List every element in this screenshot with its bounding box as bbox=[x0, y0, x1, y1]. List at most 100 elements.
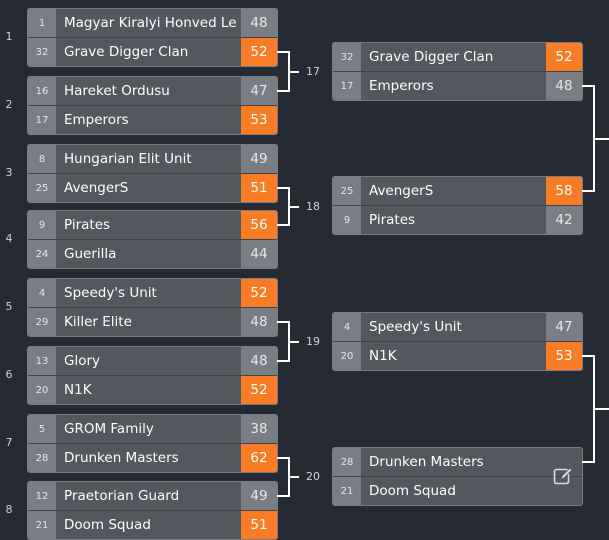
team-score: 49 bbox=[241, 482, 277, 510]
bracket-connector bbox=[277, 187, 289, 189]
row-divider bbox=[28, 37, 277, 38]
team-name: Magyar Kiralyi Honved Legio bbox=[64, 15, 237, 31]
bracket-connector bbox=[277, 321, 289, 323]
team-name: Killer Elite bbox=[64, 314, 132, 330]
team-score: 44 bbox=[241, 240, 277, 268]
team-name: Pirates bbox=[64, 217, 111, 233]
row-divider bbox=[28, 173, 277, 174]
bracket-connector bbox=[277, 224, 289, 226]
team-seed: 29 bbox=[28, 308, 56, 336]
row-divider bbox=[28, 443, 277, 444]
team-name: Emperors bbox=[369, 78, 434, 94]
team-name: Praetorian Guard bbox=[64, 488, 180, 504]
team-name: AvengerS bbox=[64, 180, 129, 196]
team-name: GROM Family bbox=[64, 421, 154, 437]
team-seed: 24 bbox=[28, 240, 56, 268]
bracket-connector bbox=[594, 408, 609, 410]
team-seed: 21 bbox=[28, 511, 56, 539]
row-divider bbox=[333, 341, 582, 342]
team-score: 48 bbox=[546, 72, 582, 100]
team-score: 52 bbox=[241, 376, 277, 404]
bracket-connector bbox=[289, 206, 299, 208]
match-number: 6 bbox=[5, 368, 13, 381]
edit-score-icon[interactable] bbox=[552, 465, 574, 487]
match-number: 4 bbox=[5, 232, 13, 245]
team-name: Pirates bbox=[369, 212, 416, 228]
team-row[interactable]: 9 Pirates 56 bbox=[28, 211, 277, 239]
team-score: 49 bbox=[241, 145, 277, 173]
bracket-connector bbox=[277, 90, 289, 92]
team-score: 53 bbox=[546, 342, 582, 370]
team-name: Hareket Ordusu bbox=[64, 83, 170, 99]
team-score: 38 bbox=[241, 415, 277, 443]
bracket-connector bbox=[277, 51, 289, 53]
team-score: 52 bbox=[241, 38, 277, 66]
row-divider bbox=[333, 476, 582, 477]
team-seed: 9 bbox=[333, 206, 361, 234]
team-seed: 28 bbox=[28, 444, 56, 472]
match-number: 18 bbox=[306, 200, 320, 213]
team-row[interactable]: 21 Doom Squad 51 bbox=[28, 511, 277, 539]
team-score: 52 bbox=[546, 43, 582, 71]
team-row[interactable]: 5 GROM Family 38 bbox=[28, 415, 277, 443]
team-seed: 28 bbox=[333, 448, 361, 476]
team-name: Emperors bbox=[64, 112, 129, 128]
team-seed: 25 bbox=[28, 174, 56, 202]
team-seed: 5 bbox=[28, 415, 56, 443]
team-score: 47 bbox=[241, 77, 277, 105]
team-name: Drunken Masters bbox=[64, 450, 179, 466]
team-score: 51 bbox=[241, 174, 277, 202]
team-seed: 17 bbox=[28, 106, 56, 134]
team-name: Doom Squad bbox=[64, 517, 151, 533]
match-number: 3 bbox=[5, 166, 13, 179]
team-seed: 32 bbox=[28, 38, 56, 66]
team-row[interactable]: 25 AvengerS 51 bbox=[28, 174, 277, 202]
match-number: 5 bbox=[5, 300, 13, 313]
bracket-connector bbox=[277, 360, 289, 362]
bracket-connector bbox=[582, 85, 594, 87]
team-seed: 32 bbox=[333, 43, 361, 71]
team-score: 51 bbox=[241, 511, 277, 539]
team-name: AvengerS bbox=[369, 183, 434, 199]
row-divider bbox=[28, 375, 277, 376]
team-name: Speedy's Unit bbox=[64, 285, 157, 301]
team-score: 52 bbox=[241, 279, 277, 307]
row-divider bbox=[333, 71, 582, 72]
team-seed: 9 bbox=[28, 211, 56, 239]
team-score: 56 bbox=[241, 211, 277, 239]
team-name: Hungarian Elit Unit bbox=[64, 151, 192, 167]
bracket-connector bbox=[582, 355, 594, 357]
